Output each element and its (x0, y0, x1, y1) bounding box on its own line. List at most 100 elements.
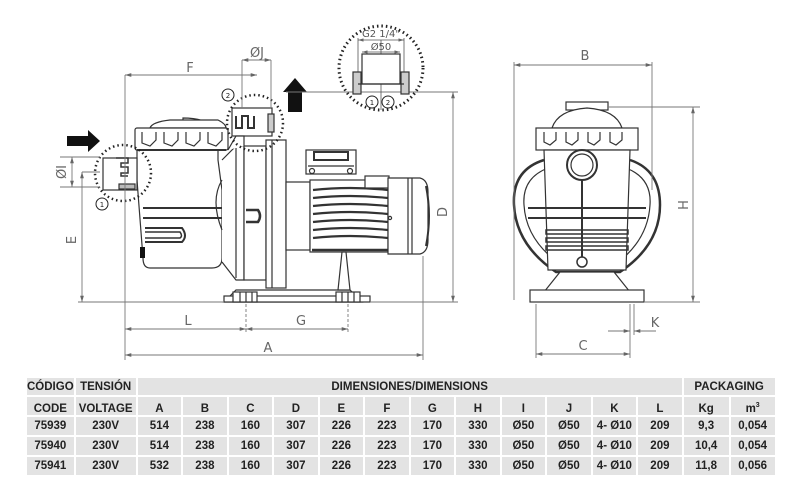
cell-dim-a: 514 (137, 417, 182, 435)
cell-dim-g: 170 (410, 457, 455, 475)
cell-kg: 11,8 (683, 457, 729, 475)
cell-dim-l: 209 (638, 437, 682, 455)
cell-dim-l: 209 (638, 417, 682, 435)
cell-dim-j: Ø50 (547, 417, 591, 435)
cell-dim-k: 4- Ø10 (592, 457, 637, 475)
cell-m3: 0,056 (730, 457, 775, 475)
dim-label-l: L (184, 314, 192, 329)
dim-label-e: E (65, 236, 80, 244)
strainer-housing (136, 147, 235, 269)
cell-m3: 0,054 (730, 437, 775, 455)
dim-label-j: ØJ (250, 46, 264, 61)
cell-kg: 9,3 (683, 417, 729, 435)
cell-dim-f: 223 (365, 417, 409, 435)
cell-code: 75939 (27, 417, 74, 435)
header-dim-e: E (319, 397, 364, 415)
cell-dim-f: 223 (365, 437, 409, 455)
dim-label-a: A (264, 341, 273, 356)
outlet-detail-circle (225, 93, 285, 153)
cell-dim-k: 4- Ø10 (592, 417, 637, 435)
cell-dim-c: 160 (228, 437, 273, 455)
header-dim-k: K (592, 397, 637, 415)
header-dimensions: DIMENSIONES/DIMENSIONS (137, 378, 682, 395)
cell-dim-h: 330 (456, 417, 500, 435)
inlet-flow-arrow-icon (67, 130, 100, 152)
table-body: 75939 230V 514 238 160 307 226 223 170 3… (27, 417, 775, 475)
thread-spec-label: G2 1/4" (362, 29, 400, 40)
header-voltage-es: TENSIÓN (75, 378, 136, 395)
thread-detail: G2 1/4" Ø50 1 2 (337, 24, 425, 112)
table-header-row-1: CÓDIGO TENSIÓN DIMENSIONES/DIMENSIONS PA… (27, 378, 775, 395)
cell-dim-a: 514 (137, 437, 182, 455)
header-code-en: CODE (27, 397, 74, 415)
dim-label-d: D (436, 207, 451, 217)
cell-dim-l: 209 (638, 457, 682, 475)
svg-text:1: 1 (100, 201, 104, 209)
table-row: 75940 230V 514 238 160 307 226 223 170 3… (27, 437, 775, 455)
dim-label-f: F (186, 61, 193, 76)
outlet-flow-arrow-icon (283, 78, 307, 112)
header-dim-b: B (183, 397, 227, 415)
dim-label-i: ØI (55, 165, 70, 179)
cell-dim-h: 330 (456, 457, 500, 475)
cell-dim-i: Ø50 (501, 437, 546, 455)
header-dim-d: D (274, 397, 318, 415)
dim-label-h: H (677, 200, 692, 210)
cell-dim-e: 226 (319, 437, 364, 455)
cell-dim-b: 238 (183, 437, 227, 455)
cell-dim-g: 170 (410, 417, 455, 435)
table-header-row-2: CODE VOLTAGE A B C D E F G H I J K L Kg … (27, 397, 775, 415)
cell-dim-b: 238 (183, 417, 227, 435)
cell-voltage: 230V (75, 437, 136, 455)
specifications-table: CÓDIGO TENSIÓN DIMENSIONES/DIMENSIONS PA… (25, 376, 777, 477)
cell-dim-k: 4- Ø10 (592, 437, 637, 455)
table-row: 75941 230V 532 238 160 307 226 223 170 3… (27, 457, 775, 475)
cell-voltage: 230V (75, 417, 136, 435)
cell-dim-f: 223 (365, 457, 409, 475)
header-dim-g: G (410, 397, 455, 415)
callout-2: 2 (221, 88, 235, 102)
header-voltage-en: VOLTAGE (75, 397, 136, 415)
cell-m3: 0,054 (730, 417, 775, 435)
cell-dim-c: 160 (228, 417, 273, 435)
header-dim-j: J (547, 397, 591, 415)
front-view (512, 101, 662, 303)
cell-dim-e: 226 (319, 457, 364, 475)
cell-dim-g: 170 (410, 437, 455, 455)
motor (285, 149, 430, 291)
dim-label-c: C (578, 339, 587, 354)
header-m3: m3 (730, 397, 775, 415)
cell-kg: 10,4 (683, 437, 729, 455)
table-row: 75939 230V 514 238 160 307 226 223 170 3… (27, 417, 775, 435)
header-kg: Kg (683, 397, 729, 415)
side-view (102, 107, 430, 303)
cell-dim-a: 532 (137, 457, 182, 475)
header-dim-l: L (638, 397, 682, 415)
detail-diameter-label: Ø50 (371, 41, 392, 53)
dim-label-g: G (296, 314, 306, 329)
dim-label-b: B (581, 49, 590, 64)
cell-code: 75941 (27, 457, 74, 475)
front-dimensions (513, 62, 700, 358)
pump-technical-drawing: 1 2 F ØJ ØI E D L G A (55, 24, 700, 360)
inlet-port (102, 157, 138, 191)
dim-label-k: K (651, 316, 660, 331)
header-code-es: CÓDIGO (27, 378, 74, 395)
cell-voltage: 230V (75, 457, 136, 475)
cell-dim-c: 160 (228, 457, 273, 475)
cell-dim-j: Ø50 (547, 457, 591, 475)
header-dim-a: A (137, 397, 182, 415)
header-dim-f: F (365, 397, 409, 415)
svg-text:2: 2 (226, 92, 230, 100)
cell-dim-d: 307 (274, 437, 318, 455)
side-dimensions (60, 58, 458, 360)
cell-dim-h: 330 (456, 437, 500, 455)
cell-dim-d: 307 (274, 457, 318, 475)
inlet-detail-circle (93, 143, 153, 203)
cell-dim-e: 226 (319, 417, 364, 435)
cell-dim-b: 238 (183, 457, 227, 475)
cell-dim-d: 307 (274, 417, 318, 435)
header-dim-i: I (501, 397, 546, 415)
detail-callout-1: 1 (370, 99, 374, 107)
base-plate (222, 289, 371, 303)
